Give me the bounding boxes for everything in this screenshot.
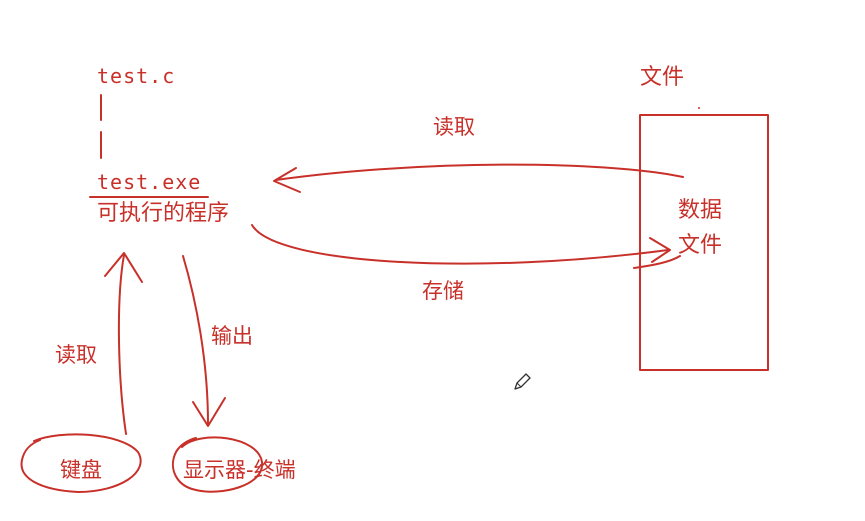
display-ellipse	[171, 436, 264, 493]
file-read-arrowhead	[273, 167, 301, 193]
source-file-label: test.c	[97, 64, 176, 88]
keyboard-device-label: 键盘	[60, 458, 102, 482]
keyboard-read-label: 读取	[55, 343, 97, 367]
data-file-box-line2: 文件	[678, 233, 723, 258]
pencil-icon	[514, 373, 531, 390]
keyboard-read-arrowhead	[104, 252, 143, 283]
data-file-box	[639, 114, 769, 371]
data-file-box-line1: 数据	[678, 198, 723, 223]
data-file-heading: 文件	[640, 65, 685, 90]
program-file-label: test.exe	[97, 170, 202, 194]
file-store-arrow	[251, 224, 669, 265]
file-store-label: 存储	[422, 279, 464, 303]
file-read-arrow	[275, 163, 684, 181]
file-store-arrowhead	[649, 237, 671, 263]
display-output-label: 输出	[211, 324, 253, 348]
display-output-arrow	[182, 255, 209, 425]
stray-dot	[698, 107, 700, 109]
program-caption: 可执行的程序	[97, 201, 230, 226]
display-device-label: 显示器-终端	[183, 458, 296, 482]
file-store-tail	[633, 255, 681, 269]
file-read-label: 读取	[433, 115, 475, 139]
display-output-arrowhead	[192, 397, 226, 427]
keyboard-ellipse	[20, 433, 142, 493]
keyboard-read-arrow	[117, 254, 127, 435]
